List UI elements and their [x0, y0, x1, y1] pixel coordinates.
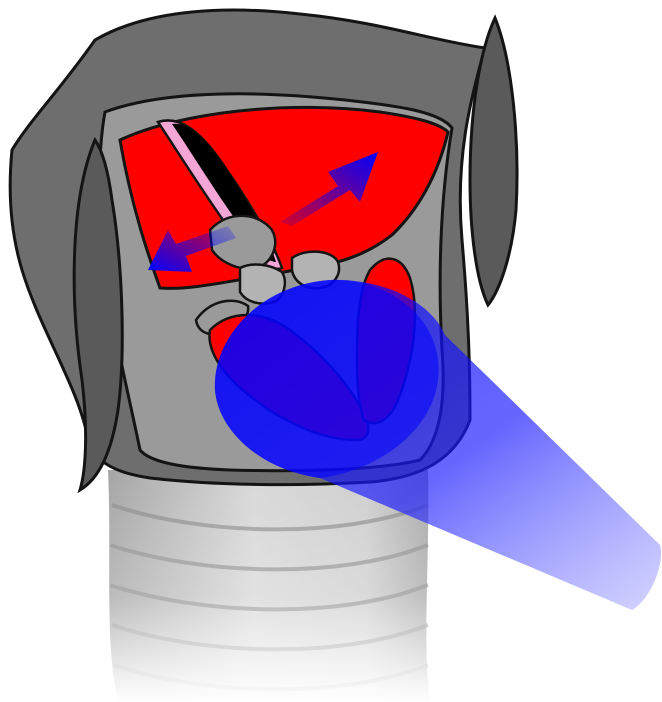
- anatomical-illustration: [0, 0, 662, 702]
